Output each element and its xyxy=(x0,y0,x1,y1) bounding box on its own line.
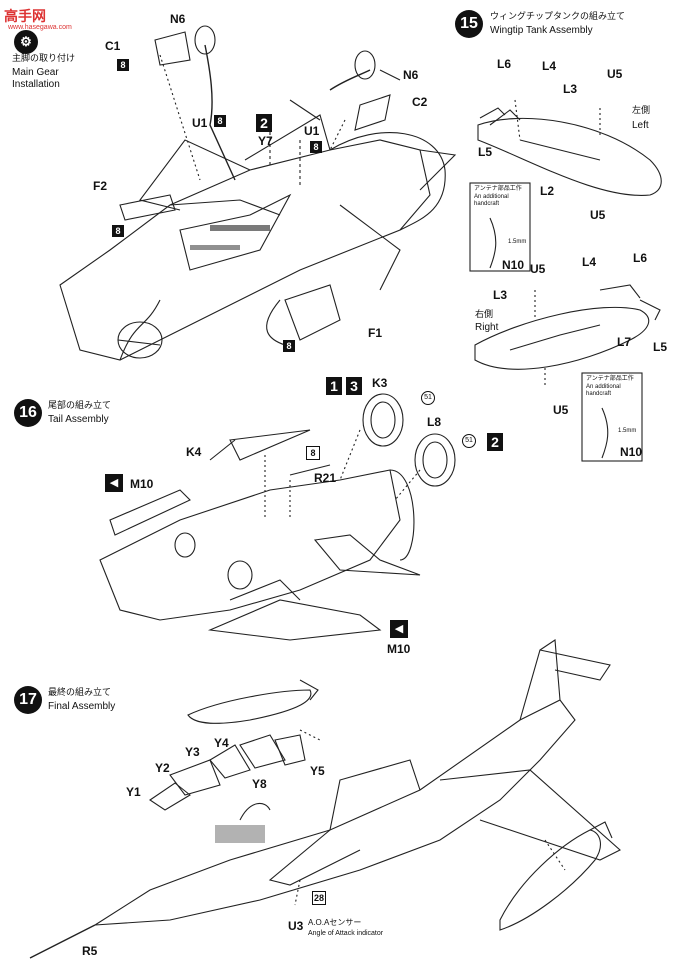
part-label-l6-left: L6 xyxy=(497,57,512,71)
step14-title-en-1: Main Gear xyxy=(12,67,59,78)
step17-title-jp: 最終の組み立て xyxy=(48,688,112,698)
part-label-n10-left: N10 xyxy=(502,258,525,272)
attach-icon-bottom: ◀ xyxy=(390,620,408,638)
part-label-u5-right-b: U5 xyxy=(553,403,569,417)
part-label-l7-right: L7 xyxy=(617,335,632,349)
part-label-f1: F1 xyxy=(368,326,383,340)
part-label-n10-right: N10 xyxy=(620,445,643,459)
note-right-en-1: An additional xyxy=(586,384,621,390)
part-label-n6-b: N6 xyxy=(403,68,419,82)
label-left-jp: 左側 xyxy=(632,106,651,116)
part-label-y5: Y5 xyxy=(310,764,325,778)
paint-code-2-b: 2 xyxy=(487,433,503,451)
tank-left xyxy=(477,117,662,196)
marker-1: 1 xyxy=(326,377,342,395)
part-label-u5-right-a: U5 xyxy=(530,262,546,276)
part-label-r5: R5 xyxy=(82,944,98,958)
part-label-f2: F2 xyxy=(93,179,108,193)
step16-title-jp: 尾部の組み立て xyxy=(48,401,112,411)
part-label-u5-left-b: U5 xyxy=(590,208,606,222)
paint-code-28: 28 xyxy=(312,891,326,905)
part-label-u1-b: U1 xyxy=(304,124,320,138)
step17-number: 17 xyxy=(14,686,42,714)
part-label-l4-left: L4 xyxy=(542,59,557,73)
part-label-u1-a: U1 xyxy=(192,116,208,130)
paint-code-8-e: 8 xyxy=(283,340,295,352)
u3-jp: A.O.Aセンサー xyxy=(308,918,362,927)
part-label-y2: Y2 xyxy=(155,761,170,775)
step14-fuselage xyxy=(59,139,431,361)
label-right-jp: 右側 xyxy=(475,310,494,320)
part-label-c2: C2 xyxy=(412,95,428,109)
part-label-l4-right: L4 xyxy=(582,255,597,269)
part-label-l5-left: L5 xyxy=(478,145,493,159)
part-label-u5-left-a: U5 xyxy=(607,67,623,81)
part-label-l6-right: L6 xyxy=(633,251,648,265)
part-label-y1: Y1 xyxy=(126,785,141,799)
paint-code-8-a: 8 xyxy=(117,59,129,71)
part-label-k4: K4 xyxy=(186,445,202,459)
step16-title-en: Tail Assembly xyxy=(48,414,109,425)
part-label-c1: C1 xyxy=(105,39,121,53)
paint-code-8-c: 8 xyxy=(310,141,322,153)
paint-code-8-f: 8 xyxy=(306,446,320,460)
part-label-l5-right: L5 xyxy=(653,340,668,354)
dim-left: 1.5mm xyxy=(508,239,527,245)
step16-number: 16 xyxy=(14,399,42,427)
part-label-l2-left: L2 xyxy=(540,184,555,198)
step15-title-en: Wingtip Tank Assembly xyxy=(490,25,593,36)
step14-number: ⚙ xyxy=(14,30,38,54)
tail-fuselage xyxy=(99,469,401,621)
note-left-en-2: handcraft xyxy=(474,201,500,207)
paint-code-2: 2 xyxy=(256,114,272,132)
u3-en: Angle of Attack indicator xyxy=(308,930,384,937)
label-left-en: Left xyxy=(632,120,649,131)
part-label-y7: Y7 xyxy=(258,134,273,148)
final-aircraft xyxy=(94,699,576,926)
part-label-y8: Y8 xyxy=(252,777,267,791)
step17-title-en: Final Assembly xyxy=(48,701,116,712)
step14-title-en-2: Installation xyxy=(12,79,60,90)
part-label-y3: Y3 xyxy=(185,745,200,759)
part-label-l3-right: L3 xyxy=(493,288,508,302)
paint-code-8-b: 8 xyxy=(214,115,226,127)
marker-3: 3 xyxy=(346,377,362,395)
part-label-l3-left: L3 xyxy=(563,82,578,96)
part-label-l8: L8 xyxy=(427,415,442,429)
note-left-en-1: An additional xyxy=(474,194,509,200)
part-label-r21: R21 xyxy=(314,471,337,485)
part-label-k3: K3 xyxy=(372,376,388,390)
note-left-jp: アンテナ部品工作 xyxy=(474,186,522,192)
paint-code-51-a: 51 xyxy=(421,391,435,405)
step14-title-jp: 主脚の取り付け xyxy=(12,54,76,64)
watermark-logo: 高手网 xyxy=(4,9,46,25)
part-label-m10-top: M10 xyxy=(130,477,154,491)
paint-code-8-d: 8 xyxy=(112,225,124,237)
watermark-url: www.hasegawa.com xyxy=(8,24,72,31)
part-label-n6-a: N6 xyxy=(170,12,186,26)
part-label-y4: Y4 xyxy=(214,736,229,750)
paint-code-51-b: 51 xyxy=(462,434,476,448)
attach-icon-top: ◀ xyxy=(105,474,123,492)
dim-right: 1.5mm xyxy=(618,428,637,434)
note-right-jp: アンテナ部品工作 xyxy=(586,376,634,382)
step15-number: 15 xyxy=(455,10,483,38)
part-label-m10-bottom: M10 xyxy=(387,642,411,656)
note-right-en-2: handcraft xyxy=(586,391,612,397)
step15-title-jp: ウィングチップタンクの組み立て xyxy=(490,12,626,22)
label-right-en: Right xyxy=(475,322,499,333)
part-label-u3: U3 xyxy=(288,919,304,933)
tank-right xyxy=(474,306,650,370)
